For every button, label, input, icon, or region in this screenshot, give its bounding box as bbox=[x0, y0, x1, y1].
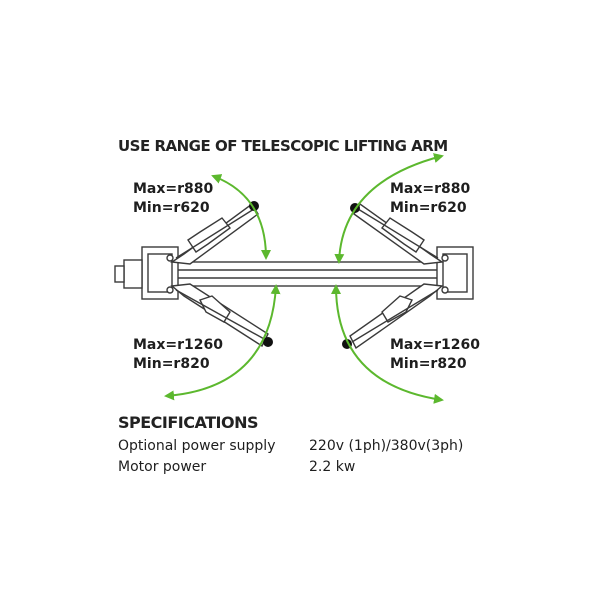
bottom-left-min: Min=r820 bbox=[133, 356, 210, 372]
spec-value-power-supply: 220v (1ph)/380v(3ph) bbox=[309, 438, 464, 454]
spec-value-motor-power: 2.2 kw bbox=[309, 459, 356, 475]
bottom-right-min: Min=r820 bbox=[390, 356, 467, 372]
top-right-max: Max=r880 bbox=[390, 181, 471, 197]
range-title: USE RANGE OF TELESCOPIC LIFTING ARM bbox=[118, 137, 448, 155]
left-column bbox=[114, 246, 179, 300]
top-right-min: Min=r620 bbox=[390, 200, 467, 216]
top-left-min: Min=r620 bbox=[133, 200, 210, 216]
bottom-right-max: Max=r1260 bbox=[390, 337, 481, 353]
specifications-title: SPECIFICATIONS bbox=[118, 413, 259, 432]
spec-label-power-supply: Optional power supply bbox=[118, 438, 276, 454]
top-left-max: Max=r880 bbox=[133, 181, 214, 197]
crossbeam bbox=[175, 261, 439, 287]
bottom-left-max: Max=r1260 bbox=[133, 337, 224, 353]
range-arrow-top-left bbox=[211, 174, 271, 260]
bottom-left-range-label: Max=r1260 Min=r820 bbox=[133, 336, 223, 374]
range-arrow-bottom-right bbox=[331, 284, 444, 404]
range-arrow-top-right bbox=[334, 153, 444, 264]
range-arrow-bottom-left bbox=[164, 284, 281, 401]
spec-label-motor-power: Motor power bbox=[118, 459, 207, 475]
top-left-range-label: Max=r880 Min=r620 bbox=[133, 180, 213, 218]
bottom-right-range-label: Max=r1260 Min=r820 bbox=[390, 336, 480, 374]
top-right-range-label: Max=r880 Min=r620 bbox=[390, 180, 470, 218]
right-column bbox=[436, 246, 474, 300]
